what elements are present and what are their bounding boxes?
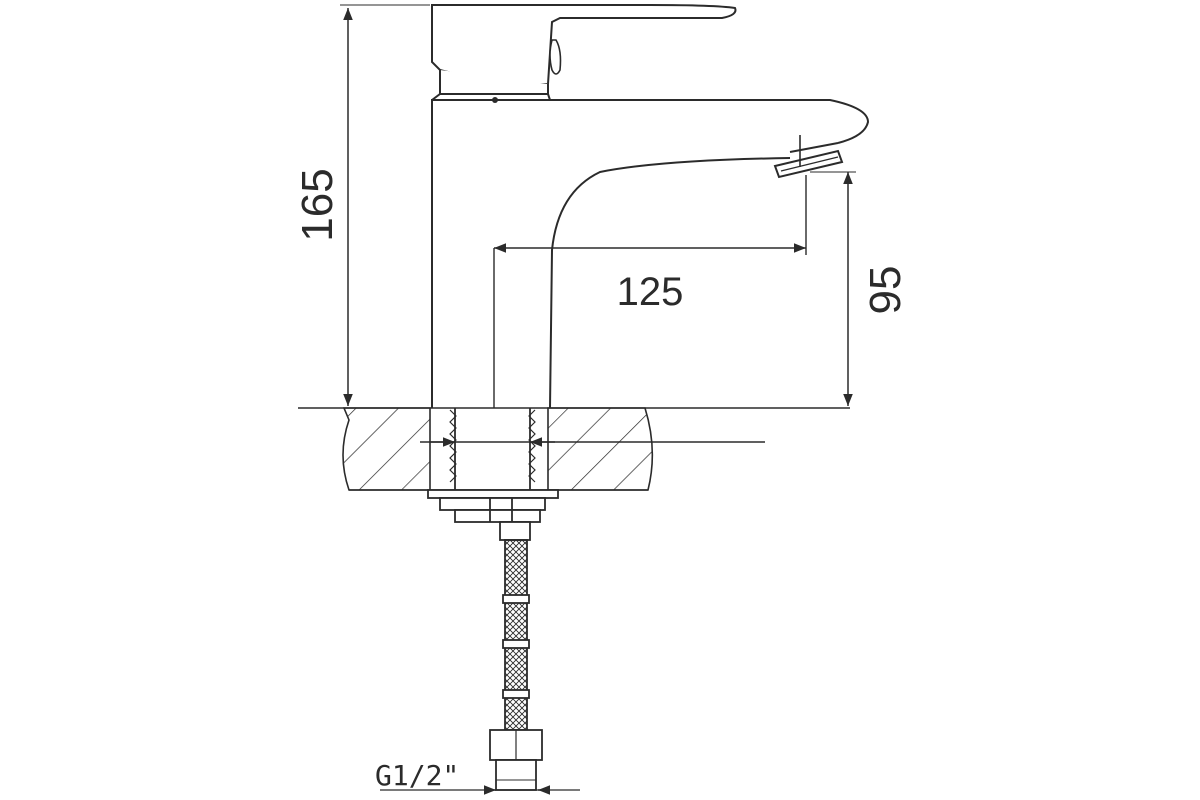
spout-aerator	[773, 135, 844, 179]
dimension-spout-height: 95	[861, 266, 910, 315]
dimension-spout-reach: 125	[617, 270, 684, 314]
faucet-body	[431, 93, 870, 409]
connection-thread-label: G1/2"	[375, 759, 459, 792]
dimension-lines	[340, 4, 856, 795]
mounting-stud	[420, 408, 765, 523]
countertop-section	[298, 407, 850, 491]
lever-handle	[431, 4, 737, 103]
dimension-total-height: 165	[293, 168, 342, 241]
flexible-hose	[489, 521, 543, 791]
